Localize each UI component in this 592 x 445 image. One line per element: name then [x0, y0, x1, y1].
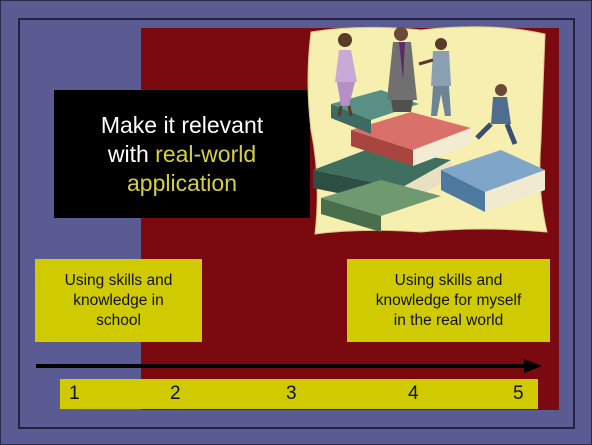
real-world-label-line: in the real world — [393, 311, 504, 329]
scale-number: 4 — [408, 383, 419, 404]
title-line-1: Make it relevant — [100, 111, 264, 138]
title-line-2: with real-world — [54, 140, 310, 169]
title-line-3: application — [127, 169, 237, 196]
real-world-label: Using skills and knowledge for myself in… — [347, 259, 550, 342]
progression-arrow-icon — [36, 359, 542, 373]
title-line-2-prefix: with — [107, 140, 156, 167]
scale-bar: 1 2 3 4 5 — [60, 379, 538, 409]
title-accent-text: real-world — [155, 140, 257, 167]
scale-number: 5 — [513, 383, 524, 404]
school-label-line: school — [96, 311, 141, 329]
real-world-label-line: knowledge for myself — [375, 291, 522, 309]
slide-frame — [18, 18, 575, 429]
title-box: Make it relevant with real-world applica… — [54, 90, 310, 218]
scale-number: 2 — [170, 383, 181, 404]
school-label-line: knowledge in — [73, 291, 164, 309]
scale-number: 1 — [69, 383, 80, 404]
real-world-label-line: Using skills and — [394, 271, 503, 289]
scale-number: 3 — [286, 383, 297, 404]
school-label-line: Using skills and — [64, 271, 173, 289]
school-label: Using skills and knowledge in school — [35, 259, 202, 342]
people-on-books-clipart-icon — [307, 26, 548, 235]
